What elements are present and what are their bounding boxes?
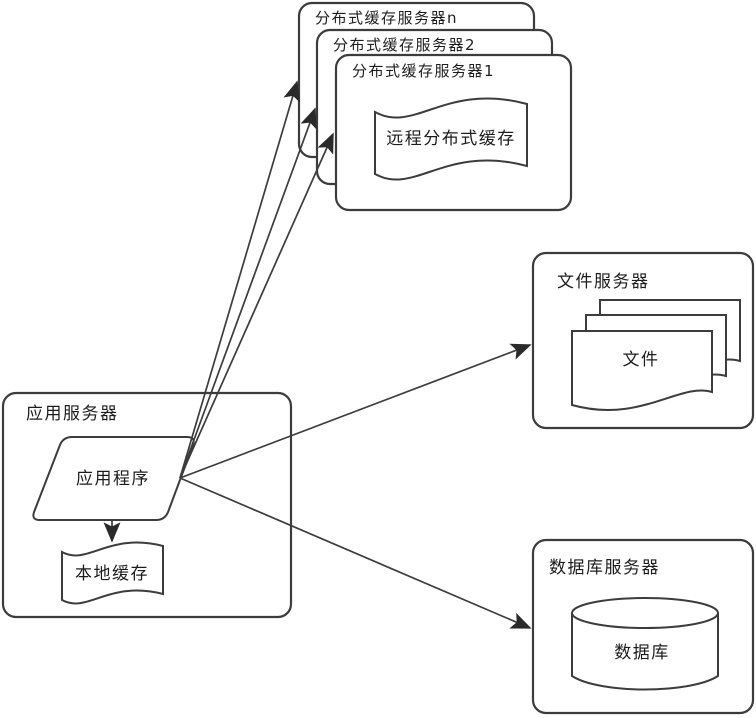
edge-app-to-cache-server-n	[179, 80, 300, 479]
node-remote-cache	[374, 97, 528, 181]
label-db-server: 数据库服务器	[549, 558, 660, 578]
node-file	[571, 330, 713, 411]
label-remote-cache: 远程分布式缓存	[386, 129, 516, 149]
label-application: 应用程序	[76, 469, 150, 489]
edge-app-to-cache-server-2	[179, 107, 317, 479]
edge-app-to-db-server	[179, 477, 532, 629]
database-cylinder-body	[571, 613, 719, 691]
edge-app-to-cache-server-1	[179, 132, 334, 479]
label-file-server: 文件服务器	[557, 272, 650, 292]
label-cache-server-1: 分布式缓存服务器1	[352, 62, 495, 80]
label-app-server: 应用服务器	[26, 404, 119, 424]
label-database: 数据库	[614, 643, 670, 663]
edge-app-to-file-server	[179, 343, 532, 479]
node-database	[571, 597, 719, 629]
label-file: 文件	[623, 350, 660, 370]
label-cache-server-2: 分布式缓存服务器2	[333, 36, 476, 54]
node-local-cache	[61, 541, 164, 605]
label-local-cache: 本地缓存	[75, 564, 149, 584]
label-cache-server-n: 分布式缓存服务器n	[315, 9, 458, 27]
